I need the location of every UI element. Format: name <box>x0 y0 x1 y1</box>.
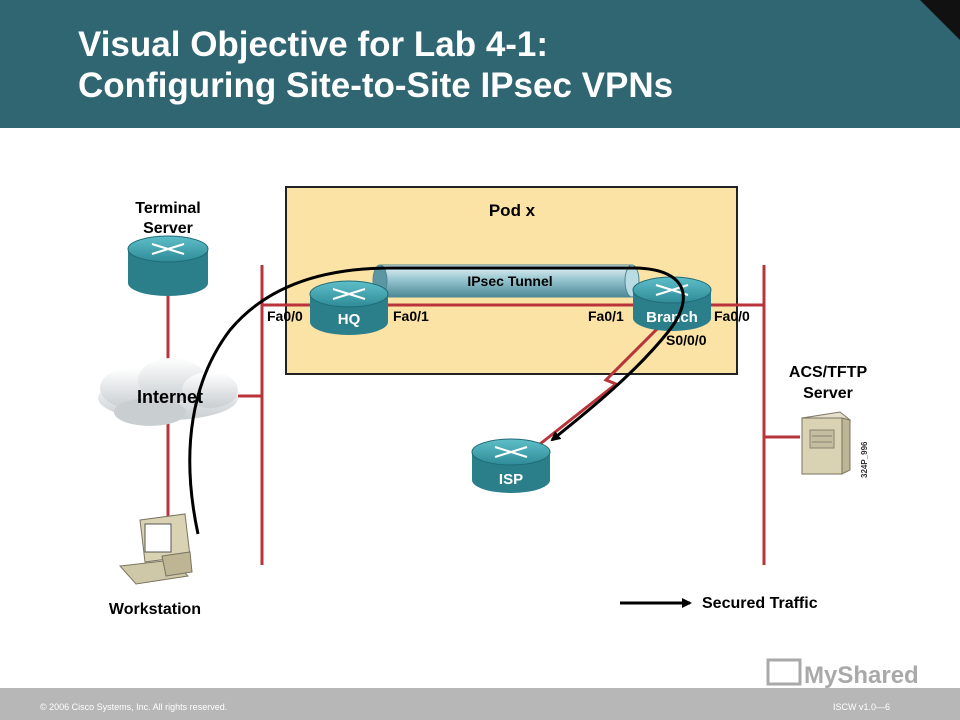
hq-router <box>309 280 389 335</box>
branch-fa01-label: Fa0/1 <box>588 308 624 324</box>
hq-label: HQ <box>338 311 361 328</box>
acs-label-2: Server <box>803 385 853 402</box>
image-code: 324P_996 <box>860 441 869 478</box>
legend-label: Secured Traffic <box>702 595 818 612</box>
footer-course: ISCW v1.0—6 <box>833 702 891 712</box>
ipsec-tunnel: IPsec Tunnel <box>372 264 640 298</box>
watermark: MyShared <box>766 658 919 689</box>
hq-fa01-label: Fa0/1 <box>393 308 429 324</box>
title-line-1: Visual Objective for Lab 4-1: <box>78 25 549 64</box>
terminal-server-label-1: Terminal <box>135 200 201 217</box>
internet-label: Internet <box>137 387 203 407</box>
server-icon <box>800 411 852 475</box>
footer-copyright: © 2006 Cisco Systems, Inc. All rights re… <box>40 702 228 712</box>
title-bar <box>0 0 960 128</box>
corner-decoration <box>920 0 960 40</box>
secured-traffic-path <box>188 266 685 535</box>
footer-bar <box>0 688 960 720</box>
network-links <box>166 265 800 565</box>
terminal-server-label-2: Server <box>143 220 193 237</box>
slide-title: Visual Objective for Lab 4-1: Configurin… <box>78 24 673 106</box>
workstation-icon <box>118 513 193 585</box>
isp-label: ISP <box>499 471 523 488</box>
pod-label: Pod x <box>489 201 536 220</box>
title-line-2: Configuring Site-to-Site IPsec VPNs <box>78 66 674 105</box>
workstation-label: Workstation <box>109 601 201 618</box>
branch-router <box>632 276 712 331</box>
tunnel-body <box>379 264 633 298</box>
branch-label: Branch <box>646 309 698 326</box>
watermark-text: MyShared <box>804 662 919 689</box>
watermark-logo-icon <box>766 658 802 686</box>
hq-fa00-label: Fa0/0 <box>267 308 303 324</box>
internet-cloud-icon <box>98 358 238 426</box>
acs-label-1: ACS/TFTP <box>789 364 868 381</box>
serial-link-branch-isp <box>539 318 668 446</box>
isp-router <box>471 438 551 493</box>
branch-s000-label: S0/0/0 <box>666 332 707 348</box>
branch-fa00-label: Fa0/0 <box>714 308 750 324</box>
tunnel-label: IPsec Tunnel <box>467 273 552 289</box>
terminal-server-router <box>127 235 209 296</box>
